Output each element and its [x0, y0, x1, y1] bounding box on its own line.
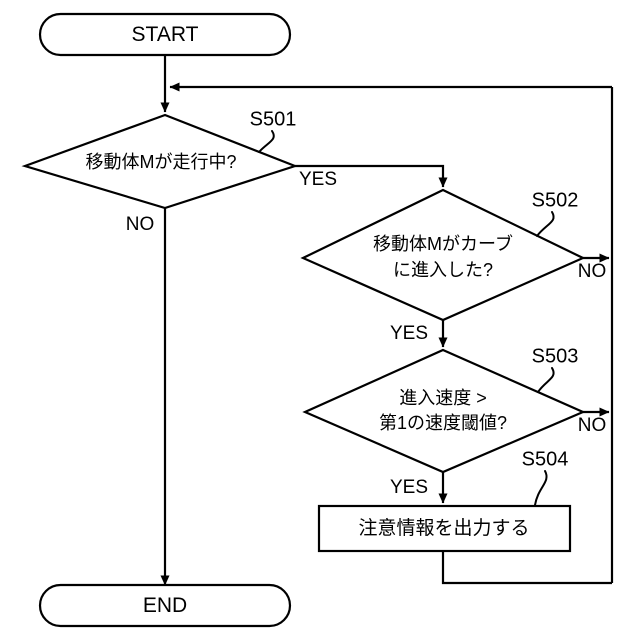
- s501-step-label: S501: [250, 108, 297, 130]
- s502-no-label: NO: [578, 261, 607, 282]
- callout-s503: S503: [532, 345, 579, 393]
- callout-s504: S504: [522, 448, 569, 506]
- end-label: END: [143, 594, 187, 617]
- node-s503[interactable]: 進入速度 > 第1の速度閾値?: [302, 348, 586, 474]
- s501-no-label: NO: [126, 214, 155, 235]
- start-label: START: [132, 23, 199, 46]
- s503-decision-shape: [302, 348, 586, 474]
- node-s504[interactable]: 注意情報を出力する: [317, 504, 572, 553]
- node-s502[interactable]: 移動体Mがカーブ に進入した?: [300, 188, 586, 322]
- s502-label-line2: に進入した?: [393, 260, 493, 280]
- start-terminator-shape: [38, 12, 292, 57]
- connector-s504-to-rail: [441, 551, 612, 585]
- s502-label-line1: 移動体Mがカーブ: [373, 233, 513, 254]
- s501-label-line1: 移動体Mが走行中?: [85, 152, 236, 172]
- callout-s501: S501: [250, 108, 297, 153]
- s504-process-shape: [317, 504, 572, 553]
- s502-yes-label: YES: [390, 323, 428, 344]
- end-terminator-shape: [38, 583, 292, 628]
- s501-decision-shape: [21, 113, 299, 210]
- node-start[interactable]: START: [38, 12, 292, 57]
- s503-label-line2: 第1の速度閾値?: [379, 413, 507, 433]
- node-s501[interactable]: 移動体Mが走行中?: [21, 113, 299, 210]
- s502-step-label: S502: [532, 189, 579, 211]
- connector-s501-yes-to-s502: [295, 164, 448, 188]
- s503-step-label: S503: [532, 345, 579, 367]
- s503-yes-label: YES: [390, 477, 428, 498]
- node-end[interactable]: END: [38, 583, 292, 628]
- s504-step-label: S504: [522, 448, 569, 470]
- s503-no-label: NO: [578, 415, 607, 436]
- s503-label-line1: 進入速度 >: [399, 388, 487, 408]
- callout-s502: S502: [532, 189, 579, 237]
- s504-label: 注意情報を出力する: [358, 517, 529, 539]
- s501-yes-label: YES: [299, 169, 337, 190]
